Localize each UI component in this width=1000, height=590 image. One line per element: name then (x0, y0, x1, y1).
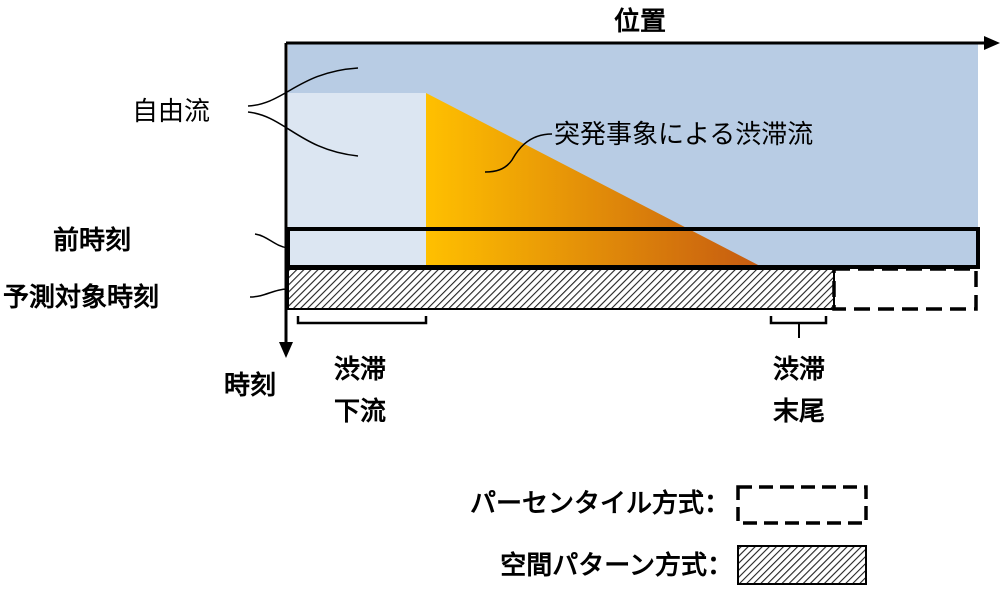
y-axis-label: 時刻 (224, 370, 276, 401)
downstream-bracket (296, 316, 428, 325)
tail-label-line1: 渋滞 (773, 355, 825, 385)
tail-label-line2: 末尾 (773, 397, 825, 427)
prediction-time-label: 予測対象時刻 (3, 282, 159, 313)
congestion-flow-leader (484, 133, 553, 173)
x-axis-arrow (984, 36, 1000, 50)
x-axis-label: 位置 (614, 6, 666, 37)
y-axis-arrow (279, 342, 293, 358)
congestion-downstream-region (288, 93, 426, 267)
tail-bracket (769, 316, 828, 325)
congestion-flow-triangle (426, 93, 762, 267)
prediction-time-leader (249, 288, 289, 298)
downstream-label-line1: 渋滞 (334, 355, 386, 385)
congestion-flow-label: 突発事象による渋滞流 (554, 120, 813, 150)
percentile-bar (832, 267, 978, 311)
previous-time-label: 前時刻 (53, 225, 131, 256)
free-flow-leader-top (247, 67, 359, 107)
legend-spatial-swatch (737, 545, 867, 585)
legend-percentile-label: パーセンタイル方式： (470, 488, 730, 519)
spatial-pattern-bar (287, 268, 835, 310)
legend-percentile-swatch (736, 485, 868, 525)
previous-time-leader (254, 233, 289, 249)
free-flow-leader-bottom (247, 111, 359, 157)
downstream-label-line2: 下流 (334, 397, 386, 427)
free-flow-label: 自由流 (132, 97, 210, 127)
legend-spatial-label: 空間パターン方式： (500, 550, 733, 581)
